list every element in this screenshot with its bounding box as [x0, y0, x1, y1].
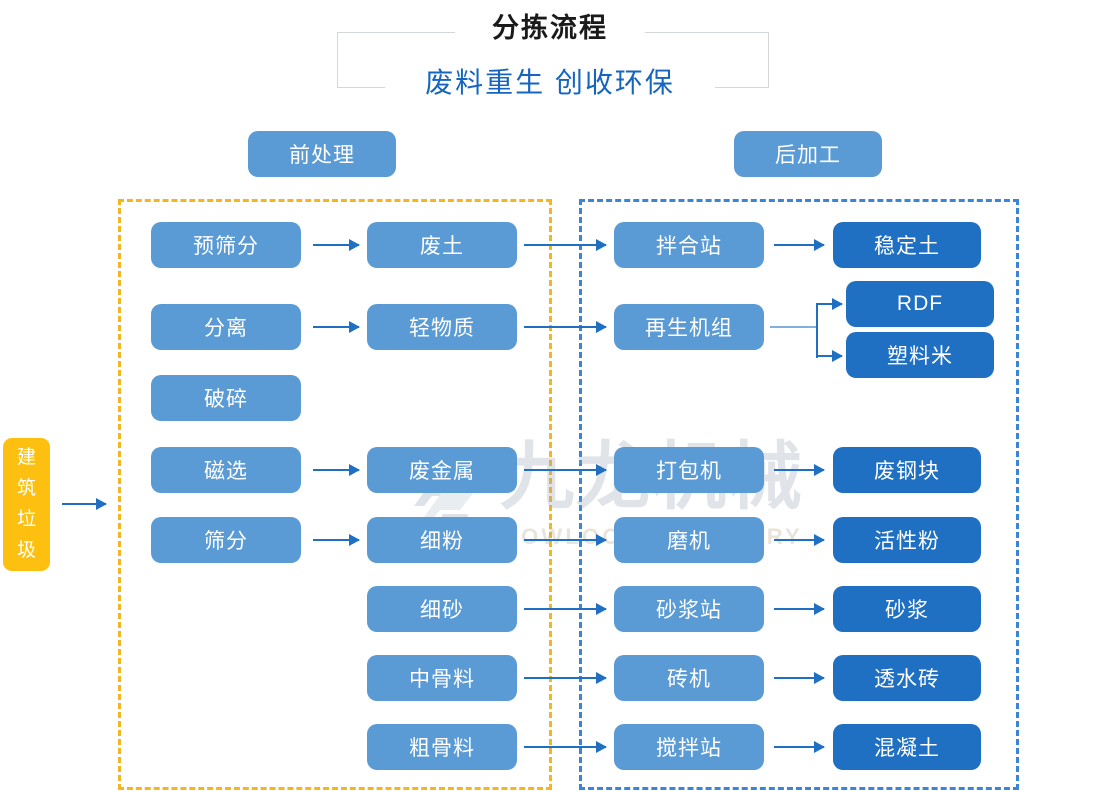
arrow-source-to-pretreatment: [62, 498, 107, 510]
section-label-pretreatment[interactable]: 前处理: [248, 131, 396, 177]
node-magnetic[interactable]: 磁选: [151, 447, 301, 493]
arrow-mill-to-active-powder: [774, 534, 825, 546]
node-baler[interactable]: 打包机: [614, 447, 764, 493]
node-crush[interactable]: 破碎: [151, 375, 301, 421]
node-active-powder[interactable]: 活性粉: [833, 517, 981, 563]
node-concrete[interactable]: 混凝土: [833, 724, 981, 770]
arrow-regeneration-to-rdf: [816, 298, 843, 310]
node-prescreen[interactable]: 预筛分: [151, 222, 301, 268]
node-scrap-metal[interactable]: 废金属: [367, 447, 517, 493]
source-char-2: 筑: [16, 478, 36, 499]
node-plastic-pellet[interactable]: 塑料米: [846, 332, 994, 378]
arrow-brick-machine-to-permeable-brick: [774, 672, 825, 684]
node-fine-powder[interactable]: 细粉: [367, 517, 517, 563]
group-frame-pretreatment: [118, 199, 552, 790]
node-permeable-brick[interactable]: 透水砖: [833, 655, 981, 701]
node-mortar-station[interactable]: 砂浆站: [614, 586, 764, 632]
source-char-1: 建: [16, 447, 36, 468]
source-node-construction-waste[interactable]: 建 筑 垃 圾: [3, 438, 50, 571]
arrow-scrap-metal-to-baler: [524, 464, 607, 476]
arrow-waste-soil-to-mixing-station: [524, 239, 607, 251]
node-light-material[interactable]: 轻物质: [367, 304, 517, 350]
arrow-magnetic-to-scrap-metal: [313, 464, 360, 476]
arrow-mixing-station-to-stabilized-soil: [774, 239, 825, 251]
node-coarse-aggregate[interactable]: 粗骨料: [367, 724, 517, 770]
page-subtitle: 废料重生 创收环保: [385, 64, 715, 102]
arrow-coarse-aggregate-to-concrete-station: [524, 741, 607, 753]
node-concrete-mixing-station[interactable]: 搅拌站: [614, 724, 764, 770]
arrow-light-material-to-regeneration-unit: [524, 321, 607, 333]
branch-vertical-regeneration-unit: [816, 304, 818, 358]
page-title: 分拣流程: [455, 12, 645, 44]
node-medium-aggregate[interactable]: 中骨料: [367, 655, 517, 701]
node-separate[interactable]: 分离: [151, 304, 301, 350]
node-screen[interactable]: 筛分: [151, 517, 301, 563]
node-regeneration-unit[interactable]: 再生机组: [614, 304, 764, 350]
node-brick-machine[interactable]: 砖机: [614, 655, 764, 701]
arrow-regeneration-to-plastic: [816, 350, 843, 362]
arrow-mortar-station-to-mortar: [774, 603, 825, 615]
arrow-concrete-station-to-concrete: [774, 741, 825, 753]
arrow-separate-to-light-material: [313, 321, 360, 333]
node-scrap-steel-block[interactable]: 废钢块: [833, 447, 981, 493]
arrow-screen-to-fine-powder: [313, 534, 360, 546]
node-fine-sand[interactable]: 细砂: [367, 586, 517, 632]
source-char-4: 圾: [16, 540, 36, 561]
node-mortar-product[interactable]: 砂浆: [833, 586, 981, 632]
arrow-fine-powder-to-mill: [524, 534, 607, 546]
node-mill[interactable]: 磨机: [614, 517, 764, 563]
section-label-postprocessing[interactable]: 后加工: [734, 131, 882, 177]
node-waste-soil[interactable]: 废土: [367, 222, 517, 268]
arrow-prescreen-to-waste-soil: [313, 239, 360, 251]
node-rdf[interactable]: RDF: [846, 281, 994, 327]
branch-stem-regeneration-unit: [770, 326, 818, 328]
group-frame-postprocessing: [579, 199, 1019, 790]
arrow-fine-sand-to-mortar-station: [524, 603, 607, 615]
source-char-3: 垃: [16, 509, 36, 530]
arrow-baler-to-scrap-steel: [774, 464, 825, 476]
node-stabilized-soil[interactable]: 稳定土: [833, 222, 981, 268]
arrow-medium-aggregate-to-brick-machine: [524, 672, 607, 684]
node-mixing-station[interactable]: 拌合站: [614, 222, 764, 268]
